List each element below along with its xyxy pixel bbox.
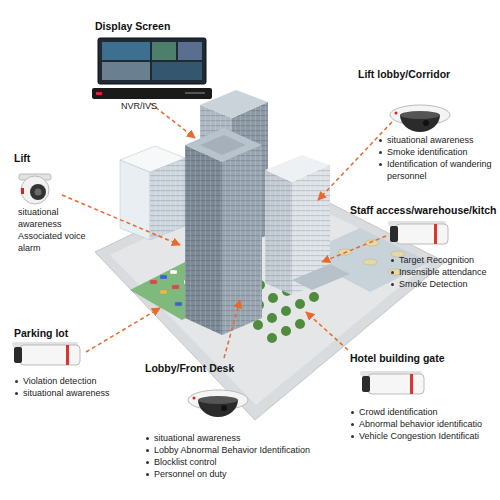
- feature-item: situational awareness: [145, 432, 345, 444]
- bullet-camera: [388, 221, 448, 244]
- camera-callout: Lift lobby/Corridor situational awareness…: [358, 68, 498, 182]
- turret-camera: [19, 174, 51, 204]
- feature-item: situational awareness: [378, 134, 498, 146]
- feature-item: Abnormal behavior identificatio: [350, 418, 499, 430]
- camera-callout: Lift situational awarenessAssociated voic…: [14, 152, 96, 254]
- feature-item: Identification of wandering personnel: [378, 158, 498, 182]
- dome-camera: [188, 390, 248, 417]
- display-callout: Display ScreenNVR/IVS: [95, 20, 220, 32]
- callout-title: Display Screen: [95, 20, 220, 32]
- leader-arrow: [318, 122, 392, 200]
- camera-callout: Hotel building gateCrowd identificationA…: [350, 352, 499, 442]
- feature-item: Violation detection: [14, 375, 164, 387]
- building-right: [265, 155, 350, 295]
- feature-item: Personnel on duty: [145, 468, 345, 480]
- feature-item: situational awareness: [14, 387, 164, 399]
- feature-item: Vehicle Congestion Identificati: [350, 430, 499, 442]
- nvr-device: [92, 88, 212, 99]
- building-low-left: [120, 146, 185, 240]
- callout-title: Parking lot: [14, 327, 164, 339]
- device-label: NVR/IVS: [121, 101, 157, 112]
- feature-item: Lobby Abnormal Behavior Identification: [145, 444, 345, 456]
- callout-title: Lobby/Front Desk: [145, 362, 345, 374]
- callout-title: Staff access/warehouse/kitch: [350, 204, 500, 216]
- plaza-discs: [338, 240, 405, 275]
- feature-item: Crowd identification: [350, 406, 499, 418]
- callout-title: Lift lobby/Corridor: [358, 68, 498, 80]
- leader-arrow: [224, 300, 240, 358]
- feature-item: Target Recognition: [390, 254, 500, 266]
- leader-arrow: [306, 312, 348, 350]
- feature-item: Insensible attendance: [390, 266, 500, 278]
- camera-callout: Lobby/Front Desk situational awarenessLob…: [145, 362, 345, 480]
- callout-title: Hotel building gate: [350, 352, 499, 364]
- feature-item: situational awareness: [18, 206, 96, 230]
- feature-item: Smoke identification: [378, 146, 498, 158]
- leader-arrows: [62, 103, 392, 358]
- display-screen: [98, 38, 206, 84]
- feature-item: Blocklist control: [145, 456, 345, 468]
- building-main-tower: [185, 128, 262, 335]
- bullet-camera: [360, 371, 424, 394]
- feature-item: Associated voice alarm: [18, 230, 96, 254]
- camera-callout: Parking lotViolation detectionsituationa…: [14, 327, 164, 399]
- bullet-camera: [12, 342, 80, 365]
- feature-item: Smoke Detection: [390, 278, 500, 290]
- dome-camera: [390, 105, 450, 132]
- camera-callout: Staff access/warehouse/kitchTarget Recog…: [350, 204, 500, 290]
- leader-arrow: [86, 308, 160, 352]
- leader-arrow: [322, 236, 386, 262]
- callout-title: Lift: [14, 152, 96, 164]
